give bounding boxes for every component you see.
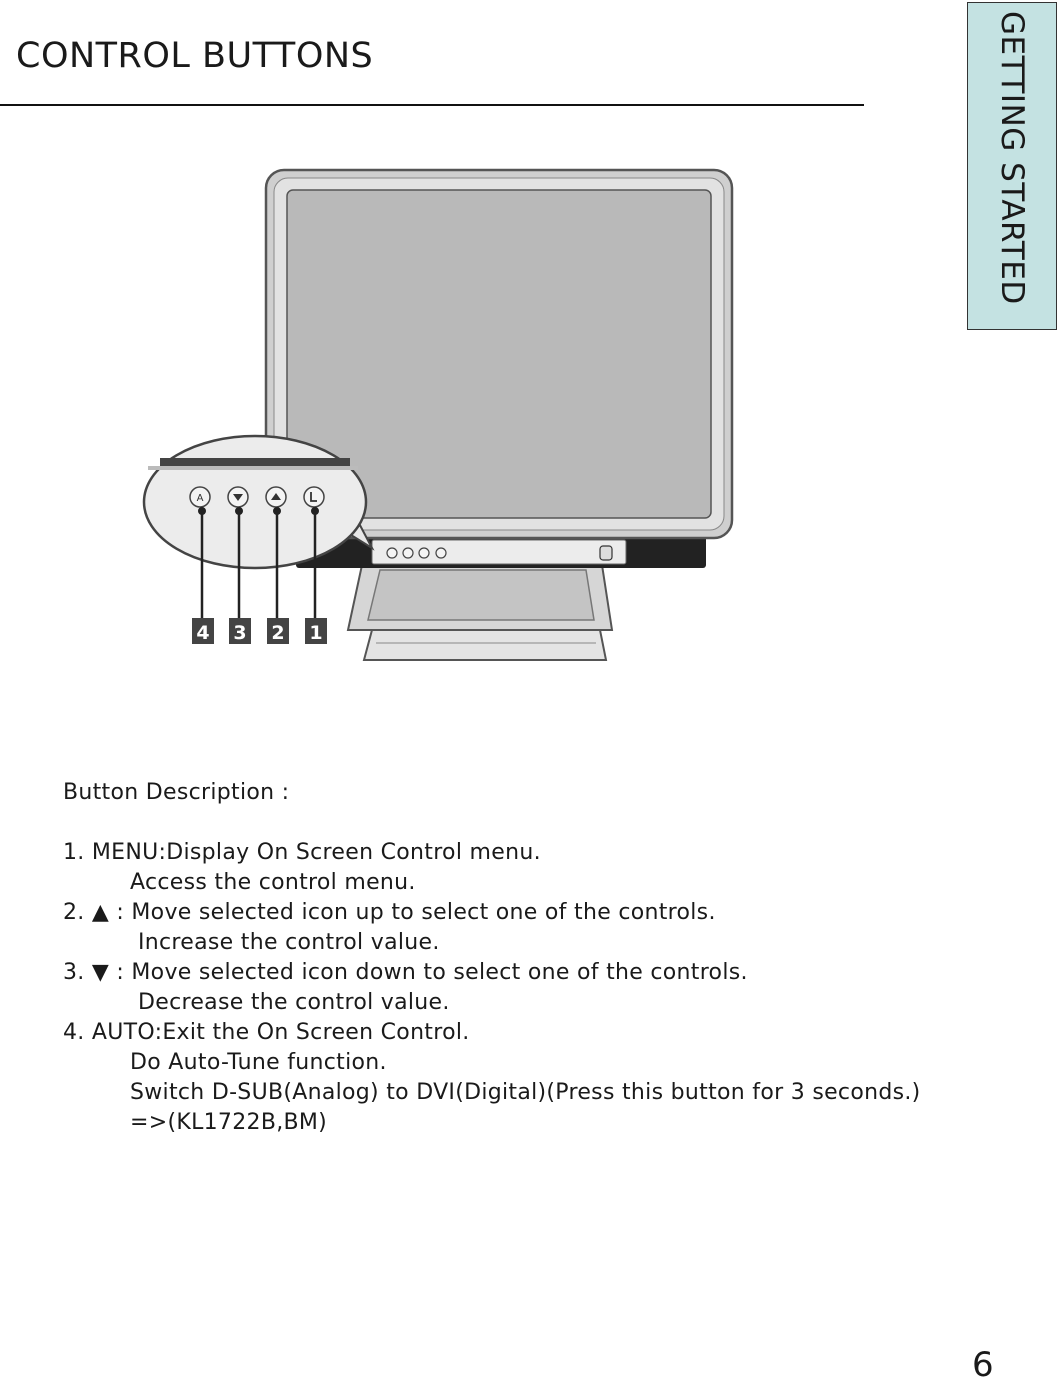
item-down: 3. ▼ : Move selected icon down to select…: [63, 960, 748, 985]
item-auto-detail-1: Do Auto-Tune function.: [130, 1050, 387, 1075]
callout-labels: 4 3 2 1: [192, 618, 327, 644]
monitor-stand: [346, 564, 614, 661]
item-menu-detail: Access the control menu.: [130, 870, 416, 895]
callout-number-1: 1: [309, 622, 322, 644]
item-down-detail: Decrease the control value.: [138, 990, 450, 1015]
page-number: 6: [972, 1345, 994, 1385]
section-tab: GETTING STARTED: [967, 2, 1057, 330]
callout-dots: [198, 507, 319, 515]
callout-leaders: [200, 511, 317, 618]
item-auto-detail-3: =>(KL1722B,BM): [130, 1110, 328, 1135]
page-title: CONTROL BUTTONS: [16, 36, 374, 76]
item-up-detail: Increase the control value.: [138, 930, 440, 955]
monitor-screen: [286, 189, 712, 519]
section-tab-label: GETTING STARTED: [994, 11, 1030, 305]
button-description: Button Description : 1. MENU:Display On …: [63, 778, 983, 1138]
callout-number-3: 3: [233, 622, 246, 644]
monitor-illustration: A 4 3 2 1: [100, 160, 780, 690]
item-auto-detail-2: Switch D-SUB(Analog) to DVI(Digital)(Pre…: [130, 1080, 921, 1105]
title-divider: [0, 104, 864, 106]
spacer: [63, 808, 983, 838]
item-menu: 1. MENU:Display On Screen Control menu.: [63, 840, 541, 865]
description-heading: Button Description :: [63, 780, 290, 805]
callout-number-2: 2: [271, 622, 284, 644]
front-button-strip: [371, 539, 627, 565]
callout-number-4: 4: [196, 622, 209, 644]
button-zoom-callout: A: [142, 434, 375, 570]
svg-text:A: A: [197, 493, 204, 504]
item-auto: 4. AUTO:Exit the On Screen Control.: [63, 1020, 470, 1045]
item-up: 2. ▲ : Move selected icon up to select o…: [63, 900, 716, 925]
monitor-diagram: A 4 3 2 1: [142, 168, 734, 661]
